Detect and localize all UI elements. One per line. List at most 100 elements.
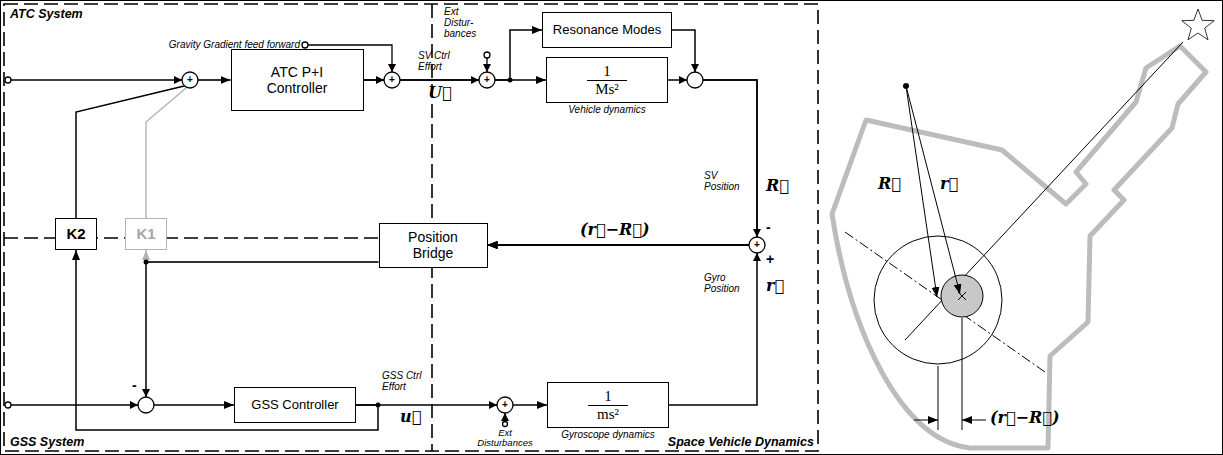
gain-box: K2 [55, 218, 97, 250]
signal-label: Ext Distur- bances [444, 6, 484, 39]
vector-symbol: R⃗ [766, 176, 789, 196]
transfer-function-box: 1Ms²Vehicle dynamics [546, 57, 668, 103]
vector-symbol: r⃗ [940, 174, 958, 194]
axis-line [845, 232, 1045, 372]
gain-box: K1 [125, 218, 167, 250]
junction-arrowhead [388, 64, 396, 72]
signal-wire [503, 422, 508, 427]
dimension-line [914, 318, 986, 430]
junction-arrowhead [753, 253, 761, 261]
junction-dot [144, 260, 149, 265]
box-label: Resonance Modes [553, 23, 661, 38]
box-label: 1 [587, 63, 627, 81]
junction-dot [508, 78, 513, 83]
box-label: ms² [597, 406, 619, 423]
summing-junction [384, 72, 400, 88]
summing-junction [479, 72, 495, 88]
region-boundary [4, 4, 818, 451]
box-label: 1 [588, 388, 628, 406]
summing-junction [749, 237, 765, 253]
star-symbol [1182, 9, 1214, 40]
signal-line [356, 404, 547, 406]
spacecraft-outline [832, 46, 1206, 448]
box-label: Ms² [595, 81, 619, 98]
vector-arrow [906, 86, 960, 294]
box-label: Position Bridge [388, 229, 479, 261]
signal-line [488, 80, 758, 245]
line-of-sight [905, 42, 1183, 340]
junction-arrowhead [501, 413, 509, 421]
junction-arrowhead [130, 64, 761, 421]
disabled-signal-line [146, 80, 231, 218]
region-label: Space Vehicle Dynamics [668, 436, 814, 450]
housing-circle [874, 236, 1002, 364]
disabled-signal-line [146, 250, 379, 262]
signal-label: Gyro Position [704, 272, 748, 294]
sign-label: + [187, 75, 193, 85]
block-caption: Gyroscope dynamics [561, 429, 654, 440]
sign-label: + [502, 400, 508, 410]
signal-line [488, 245, 758, 405]
region-label: GSS System [10, 436, 84, 450]
vector-symbol: R⃗ [878, 174, 901, 194]
region-boundary [4, 4, 818, 451]
junction-arrowhead [471, 76, 479, 84]
signal-wire [11, 79, 182, 80]
transfer-function-box: 1ms²Gyroscope dynamics [547, 382, 669, 428]
sign-label: + [484, 75, 490, 85]
junction-arrowhead [130, 401, 138, 409]
junction-dot [376, 403, 381, 408]
signal-label: Ext Disturbances [473, 428, 537, 448]
region-label: ATC System [10, 8, 83, 22]
proof-mass [941, 275, 983, 317]
signal-line [76, 250, 378, 430]
signal-label: SV Position [704, 170, 748, 192]
summing-junction [138, 397, 154, 413]
summing-junction [138, 72, 765, 413]
junction-arrowhead [753, 229, 761, 237]
signal-line [488, 30, 758, 245]
signal-wire [5, 42, 508, 427]
junction-arrowhead [679, 76, 687, 84]
summing-junction [497, 397, 513, 413]
center-mark [958, 292, 966, 300]
vector-symbol: (r⃗−R⃗) [990, 408, 1059, 428]
spacecraft-illustration [832, 9, 1214, 448]
vector-symbol: r⃗ [766, 276, 784, 296]
sign-label: - [766, 220, 771, 235]
junction-arrowhead [489, 401, 497, 409]
sign-label: - [132, 378, 137, 393]
summing-junction [687, 72, 703, 88]
box-label: GSS Controller [251, 398, 338, 413]
controller-box: ATC P+I Controller [231, 49, 364, 111]
signal-wire [11, 404, 138, 405]
junction-dot [144, 78, 513, 408]
signal-wire [302, 42, 308, 48]
controller-box: GSS Controller [234, 387, 356, 423]
dimension-line [914, 420, 938, 421]
signal-line [76, 80, 231, 218]
process-box: Resonance Modes [542, 12, 672, 48]
dimension-line [962, 420, 986, 421]
vector-symbol: U⃗ [428, 83, 452, 103]
junction-arrowhead [376, 76, 384, 84]
signal-label: SV Ctrl Effort [418, 50, 458, 72]
signal-wire [484, 52, 490, 58]
dimension-line [962, 318, 963, 430]
box-label: K2 [66, 225, 85, 242]
summing-junction [182, 72, 198, 88]
box-label: K1 [136, 225, 155, 242]
signal-label: Gravity Gradient feed forward [169, 39, 300, 50]
vector-arrow [906, 86, 937, 297]
junction-arrowhead [142, 389, 150, 397]
signal-line [146, 262, 379, 405]
junction-arrowhead [483, 64, 491, 72]
block-caption: Vehicle dynamics [568, 104, 645, 115]
signal-wire [5, 402, 11, 408]
sign-label: + [389, 75, 395, 85]
junction-arrowhead [174, 76, 182, 84]
junction-arrowhead [691, 64, 699, 72]
